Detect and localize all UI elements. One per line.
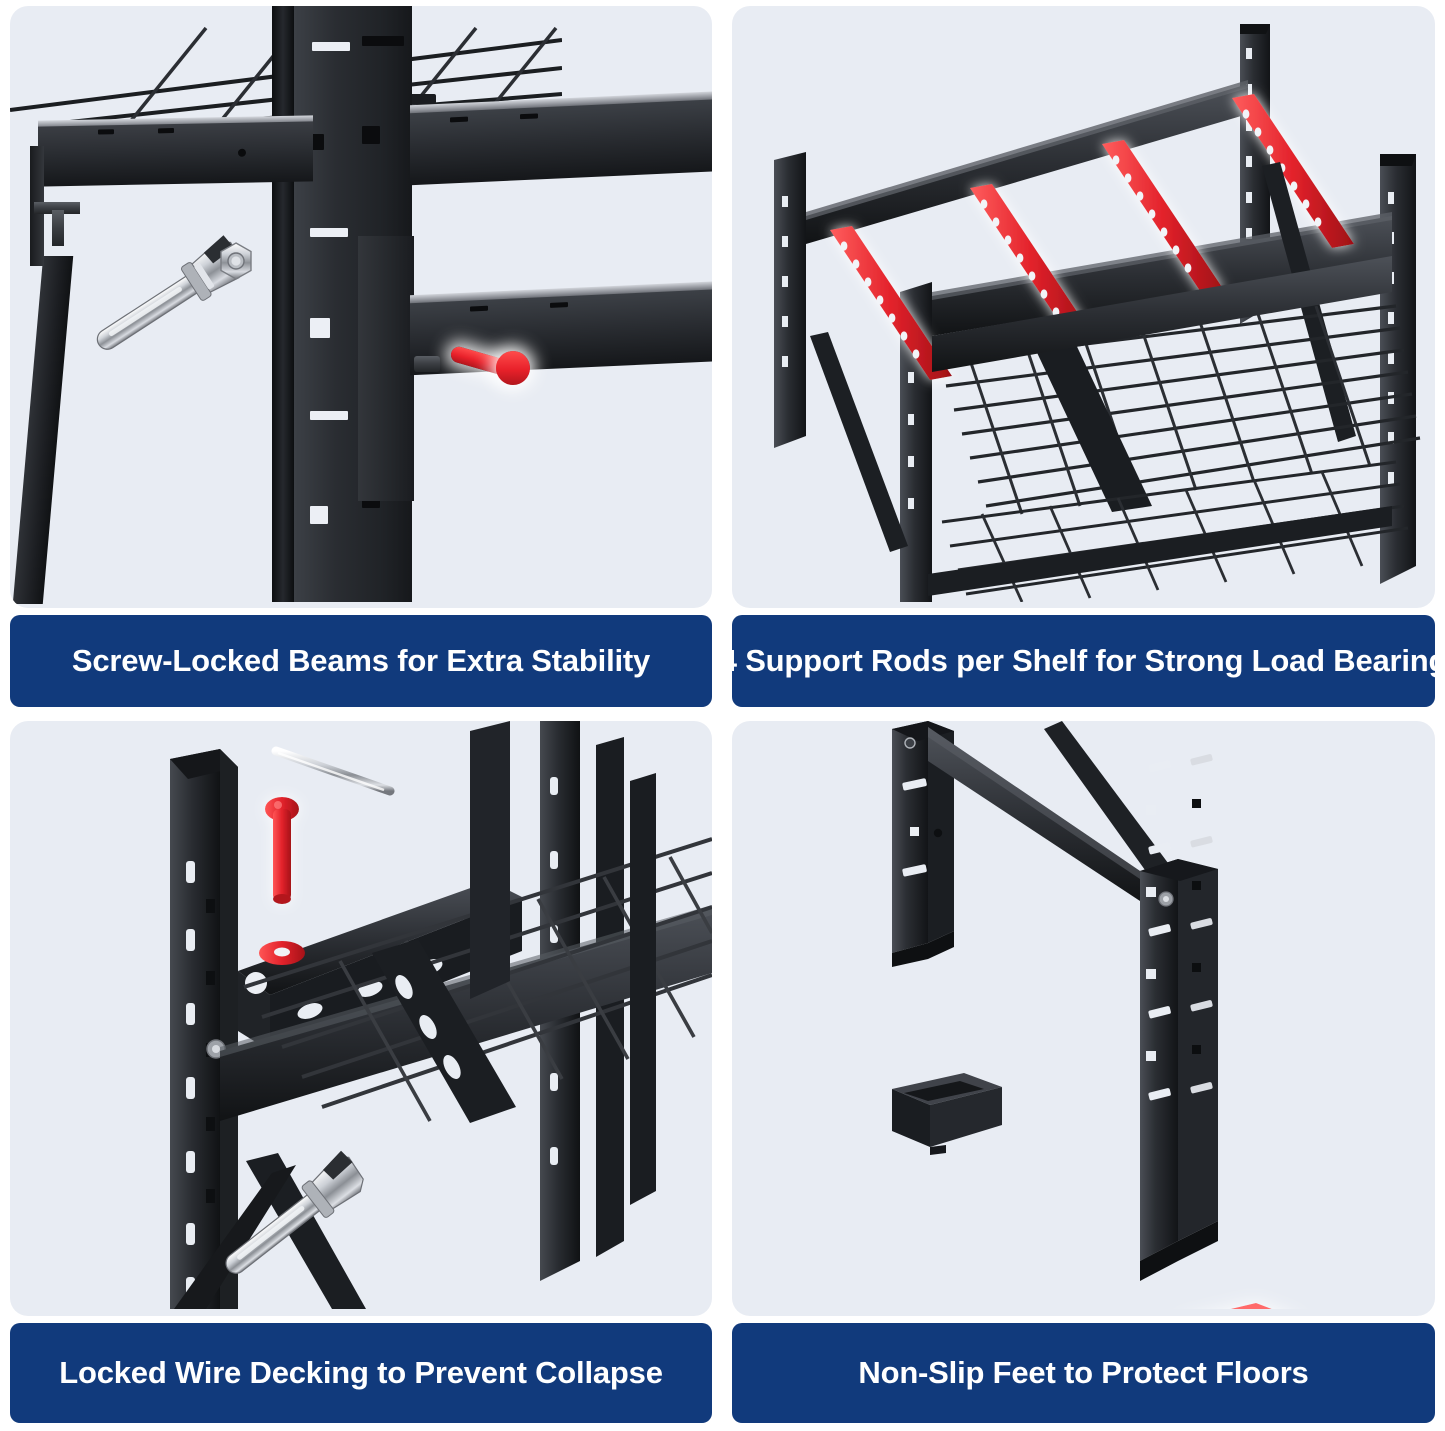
upright-post-rear-left: [774, 152, 806, 448]
diagonal-brace-2: [174, 1165, 296, 1309]
rack-illustration-locked-wire-decking: [10, 721, 712, 1316]
beam-connector-plate: [358, 236, 414, 501]
hex-nut-icon: [220, 242, 252, 280]
panel-image-locked-wire-decking: [10, 721, 712, 1316]
red-washer: [259, 941, 305, 965]
rear-frame: [470, 721, 656, 1205]
support-rod-3: [1102, 140, 1224, 294]
beam-bottom-front: [928, 506, 1392, 596]
wire-deck-upper: [937, 304, 1421, 508]
wire-deck-upper-cross: [966, 305, 1372, 515]
beam-top-rear: [806, 84, 1248, 244]
rack-illustration-screw-locked-beams: [10, 6, 712, 608]
bolt-seat: [414, 356, 440, 372]
foot-cap-red-non-slip: [1230, 1303, 1272, 1309]
caption-text-support-rods: 4 Support Rods per Shelf for Strong Load…: [719, 643, 1445, 679]
red-bolt: [265, 797, 299, 904]
non-slip-feet-svg: [892, 721, 1272, 1309]
foot-cap-black: [892, 1073, 1002, 1155]
feature-panel-locked-wire-decking: Locked Wire Decking to Prevent Collapse: [0, 715, 722, 1431]
deck-channel-upper: [1032, 336, 1152, 512]
support-rods-svg: [774, 24, 1421, 602]
beam-bracket: [34, 202, 80, 214]
beam-top-right: [410, 98, 712, 186]
caption-text-non-slip-feet: Non-Slip Feet to Protect Floors: [858, 1355, 1309, 1391]
feature-panel-non-slip-feet: Non-Slip Feet to Protect Floors: [722, 715, 1445, 1431]
caption-text-screw-locked-beams: Screw-Locked Beams for Extra Stability: [71, 643, 651, 679]
upright-post-right-leg: [1140, 754, 1218, 1281]
rack-illustration-support-rods: [732, 6, 1435, 608]
support-rod-1: [830, 226, 952, 380]
adjustable-wrench-icon: [96, 235, 244, 350]
diagonal-brace-upper: [1044, 721, 1168, 877]
beam-bracket-tab: [52, 210, 64, 246]
hex-key-icon: [271, 744, 395, 796]
beam-top-left: [38, 121, 313, 187]
caption-text-locked-wire-decking: Locked Wire Decking to Prevent Collapse: [59, 1355, 663, 1391]
feature-panel-screw-locked-beams: Screw-Locked Beams for Extra Stability: [0, 0, 722, 715]
shelf-beam-main: [220, 909, 712, 1121]
diagonal-brace-left: [12, 256, 74, 604]
upright-post-left-leg: [892, 721, 954, 967]
red-locking-bolt-head: [496, 351, 530, 385]
panel-image-support-rods: [732, 6, 1435, 608]
upright-post-left: [170, 749, 238, 1309]
support-rod-4: [1232, 94, 1354, 248]
caption-bar-non-slip-feet: Non-Slip Feet to Protect Floors: [732, 1323, 1435, 1423]
feature-panel-support-rods: 4 Support Rods per Shelf for Strong Load…: [720, 0, 1445, 715]
rack-illustration-non-slip-feet: [732, 721, 1435, 1316]
caption-bar-locked-wire-decking: Locked Wire Decking to Prevent Collapse: [10, 1323, 712, 1423]
adjustable-wrench-icon: [225, 1150, 364, 1274]
beam-mid-front: [932, 256, 1392, 372]
panel-image-non-slip-feet: [732, 721, 1435, 1316]
panel-image-screw-locked-beams: [10, 6, 712, 608]
caption-bar-screw-locked-beams: Screw-Locked Beams for Extra Stability: [10, 615, 712, 707]
beam-top-front: [932, 216, 1392, 336]
caption-bar-support-rods: 4 Support Rods per Shelf for Strong Load…: [720, 615, 1445, 707]
wire-decking-svg: [170, 721, 712, 1309]
diagonal-brace-left: [810, 332, 908, 552]
